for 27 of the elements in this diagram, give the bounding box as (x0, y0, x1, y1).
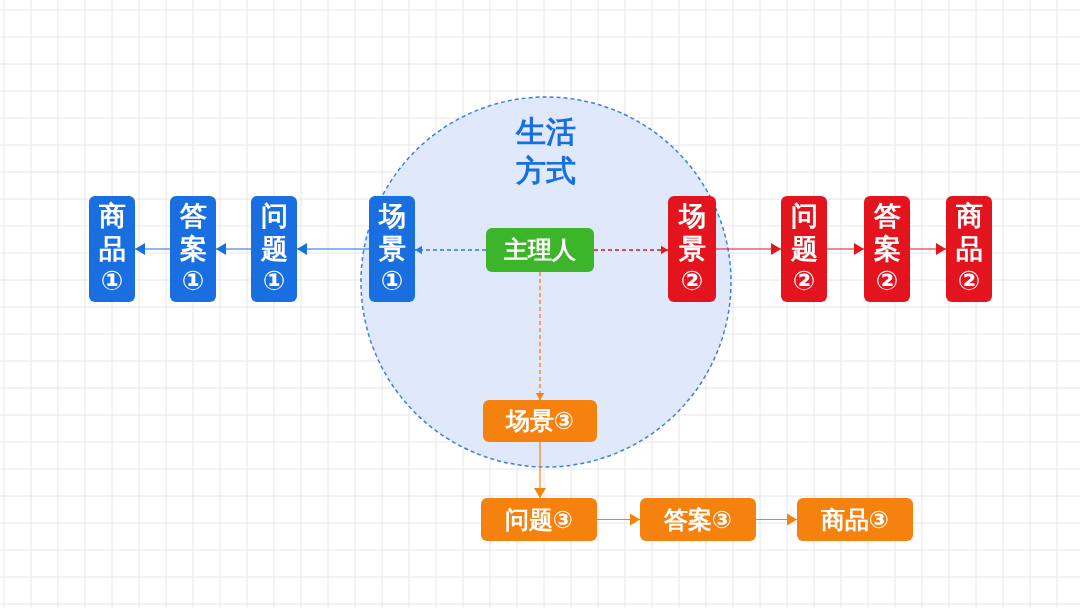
arrowhead (715, 243, 782, 255)
arrowhead (755, 513, 798, 526)
arrowhead (534, 441, 546, 499)
dashed-arrow (535, 271, 545, 401)
dashed-arrow (414, 245, 487, 255)
label-box: 问题② (781, 196, 827, 302)
label-box: 答案② (864, 196, 910, 302)
arrowhead (215, 243, 252, 255)
label-box: 场景② (668, 196, 716, 302)
label-box: 商品③ (797, 498, 913, 541)
label-box: 商品② (946, 196, 992, 302)
arrowhead (826, 243, 865, 255)
dashed-arrow (593, 245, 669, 255)
label-box: 商品① (89, 196, 135, 302)
dashed-circle (360, 96, 732, 468)
arrowhead (596, 513, 641, 526)
label-box: 问题① (251, 196, 297, 302)
heading: 生活方式 (514, 113, 577, 190)
label-box: 答案③ (640, 498, 756, 541)
label-box: 场景③ (483, 400, 597, 442)
arrowhead (296, 243, 370, 255)
label-box: 答案① (170, 196, 216, 302)
label-box: 主理人 (486, 228, 594, 272)
arrowhead (909, 243, 947, 255)
label-box: 场景① (369, 196, 415, 302)
arrowhead (134, 243, 171, 255)
label-box: 问题③ (481, 498, 597, 541)
